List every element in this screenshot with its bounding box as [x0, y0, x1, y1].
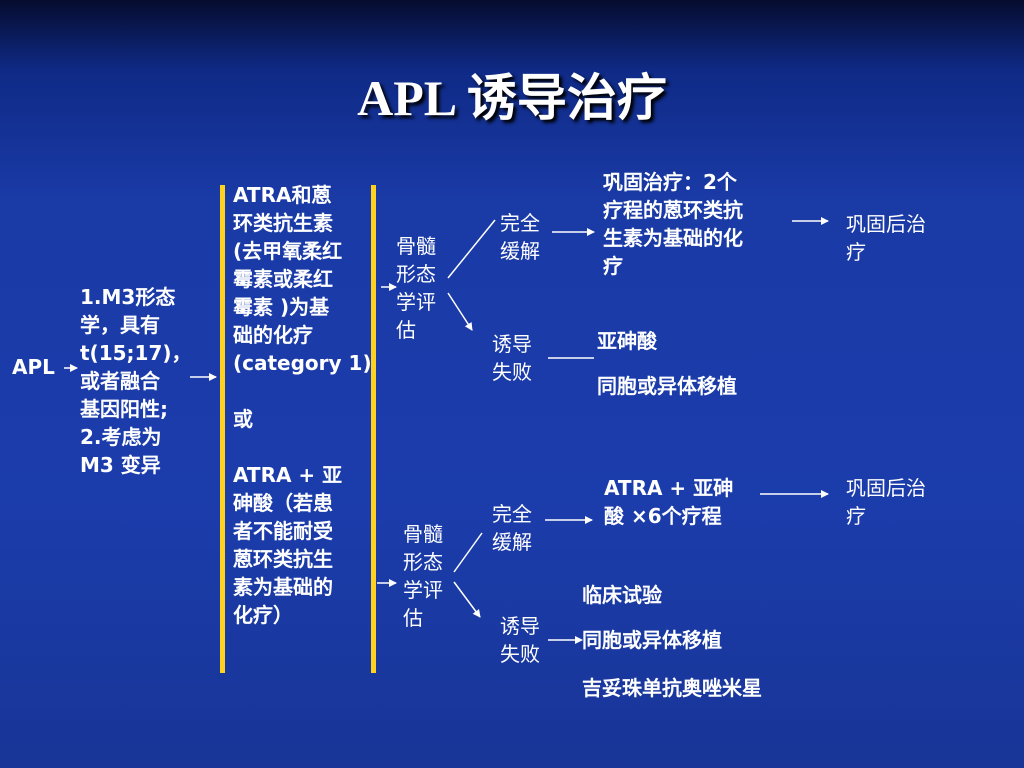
- upper-failure-option-2: 同胞或异体移植: [597, 374, 737, 398]
- upper-induction-failure: 诱导 失败: [492, 332, 532, 384]
- lower-induction-failure: 诱导 失败: [500, 614, 540, 666]
- bracket-right: [371, 185, 376, 673]
- lower-post-consolidation: 巩固后治 疗: [846, 476, 926, 528]
- lower-marrow-assessment: 骨髓 形态 学评 估: [403, 522, 443, 630]
- arrow-lower-to-failure: [453, 581, 481, 618]
- induction-regimen: ATRA和蒽 环类抗生素 (去甲氧柔红 霉素或柔红 霉素 )为基 础的化疗 (c…: [233, 183, 372, 627]
- lower-failure-option-1: 临床试验: [582, 583, 662, 607]
- upper-failure-option-1: 亚砷酸: [597, 329, 657, 353]
- lower-failure-option-2: 同胞或异体移植: [582, 628, 722, 652]
- page-title: APL 诱导治疗: [357, 70, 667, 126]
- root-node: APL: [12, 355, 55, 379]
- lower-consolidation: ATRA + 亚砷 酸 ×6个疗程: [604, 476, 734, 528]
- bracket-left: [220, 185, 225, 673]
- upper-complete-remission: 完全 缓解: [500, 211, 540, 263]
- arrow-upper-to-failure: [447, 292, 473, 331]
- lower-failure-option-3: 吉妥珠单抗奥唑米星: [582, 676, 762, 700]
- lower-complete-remission: 完全 缓解: [492, 502, 532, 554]
- arrow-lower-to-remission: [453, 532, 483, 573]
- diagnostic-criteria: 1.M3形态 学，具有 t(15;17)， 或者融合 基因阳性; 2.考虑为 M…: [80, 285, 192, 477]
- upper-consolidation: 巩固治疗：2个 疗程的蒽环类抗 生素为基础的化 疗: [603, 170, 743, 278]
- arrow-upper-to-remission: [447, 219, 496, 279]
- upper-post-consolidation: 巩固后治 疗: [846, 212, 926, 264]
- upper-marrow-assessment: 骨髓 形态 学评 估: [396, 234, 436, 342]
